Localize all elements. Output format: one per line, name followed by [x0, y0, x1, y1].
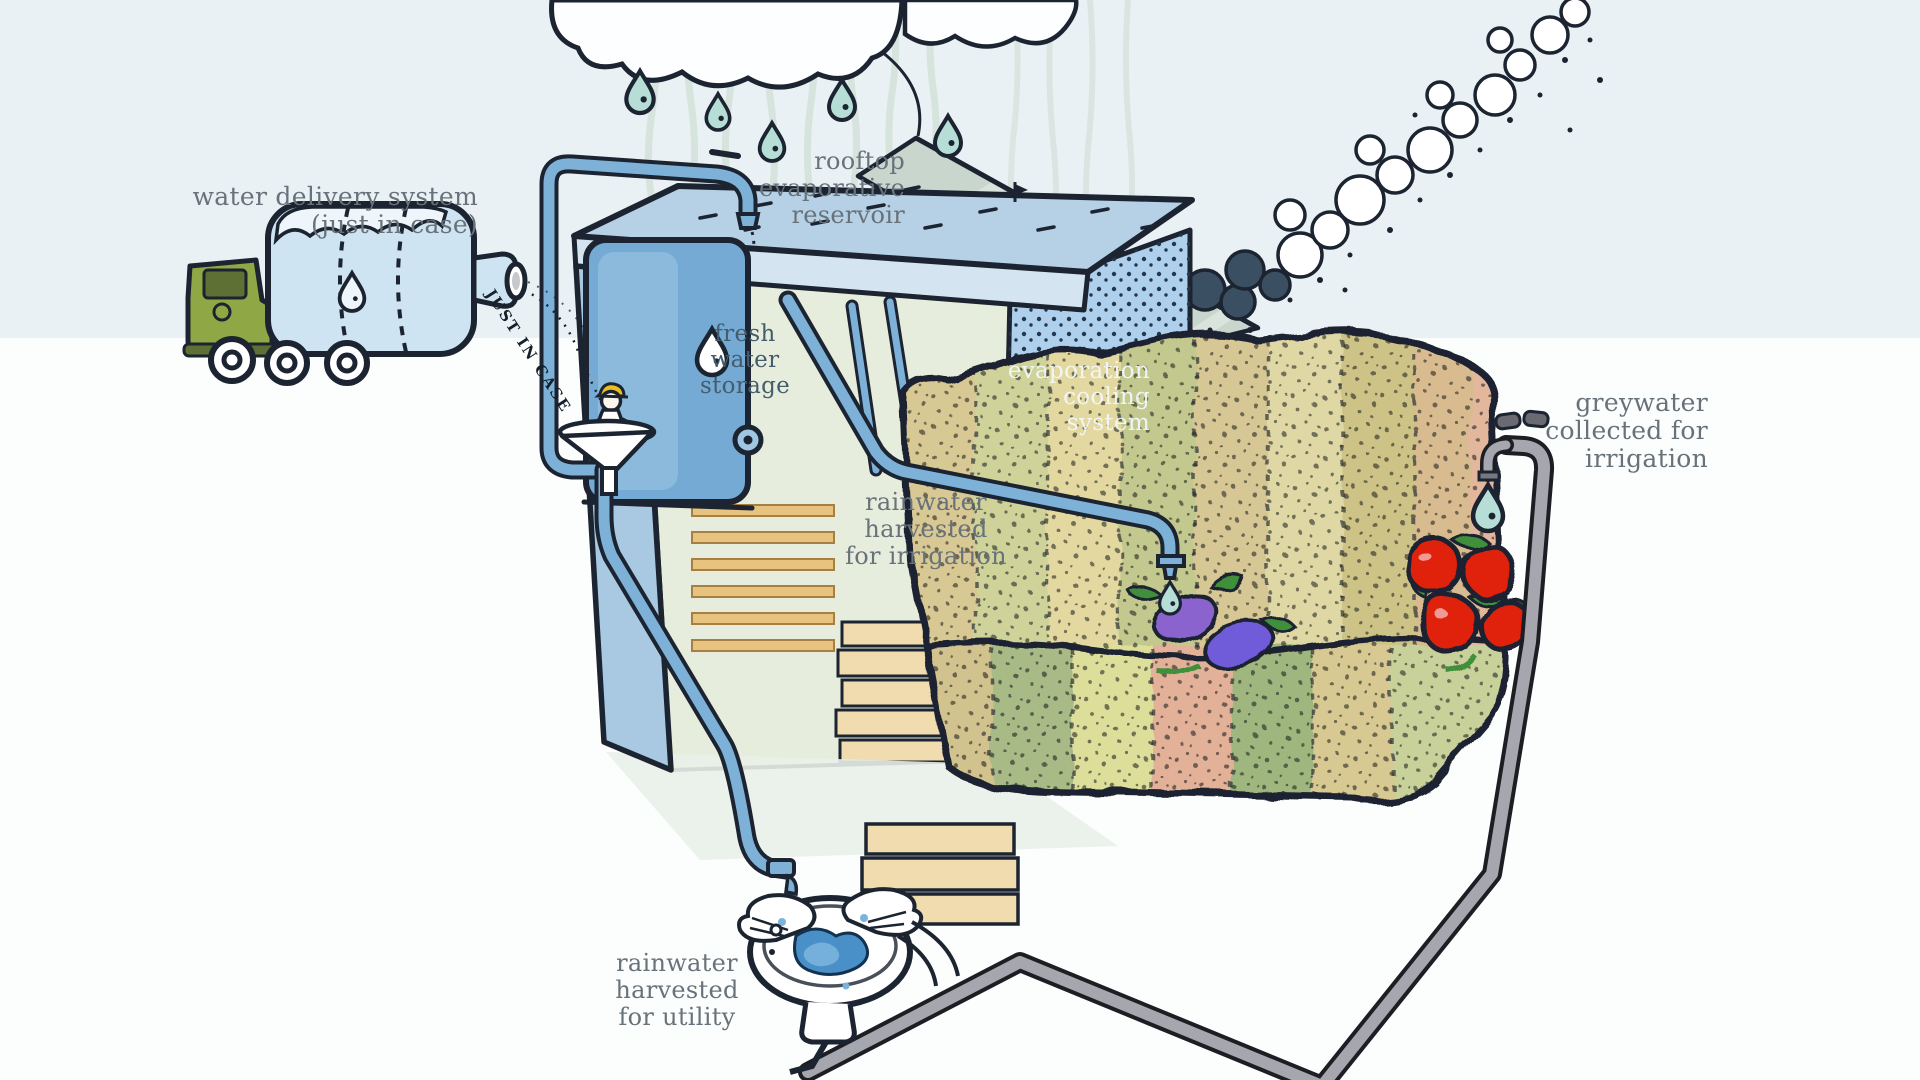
- raindrop-icons: [624, 66, 964, 163]
- greywater-drop-icon: [1470, 480, 1506, 534]
- sink-faucet: [766, 858, 796, 878]
- sink-drain: [789, 1040, 829, 1075]
- garden-wall: [899, 327, 1534, 805]
- rooftop-fill-pipe: [539, 149, 761, 480]
- label-water-delivery-system: water delivery system (just in case): [192, 182, 478, 239]
- wood-louvers: [691, 504, 835, 652]
- irrigation-pipe: [778, 290, 1186, 616]
- funnel-worker-icon: [557, 382, 657, 496]
- greywater-faucet: [1477, 470, 1501, 482]
- label-evaporation-cooling-system: evaporation cooling system: [1007, 358, 1150, 436]
- garden-outline: [899, 327, 1511, 805]
- roof-reservoir-top: [571, 183, 1195, 275]
- sink-icon: [737, 887, 960, 1075]
- rooftop-tap: [735, 212, 761, 230]
- label-rainwater-harvested-utility: rainwater harvested for utility: [615, 949, 739, 1031]
- steam-white-puffs: [1273, 0, 1591, 279]
- label-fresh-water-storage: fresh water storage: [699, 321, 791, 399]
- eggplant-plant-icon: [1126, 574, 1297, 675]
- drip-drop-icon: [1157, 578, 1183, 616]
- truck-wheels: [208, 336, 370, 386]
- toy-boat-icon: [1013, 182, 1028, 202]
- water-delivery-truck-icon: [182, 201, 608, 411]
- bottle-drop-icon: [337, 269, 367, 313]
- faucet-handle: [1494, 411, 1522, 431]
- label-rooftop-evaporative-reservoir: rooftop evaporative reservoir: [758, 147, 905, 229]
- rain-cloud-icon: [549, 0, 1079, 90]
- label-greywater-collected-irrigation: greywater collected for irrigation: [1545, 388, 1708, 473]
- water-drop-icon: [694, 324, 730, 378]
- label-rainwater-harvested-irrigation: rainwater harvested for irrigation: [845, 488, 1007, 570]
- soap-bubble: [769, 923, 783, 937]
- tomato-plant-icon: [1404, 532, 1534, 674]
- greywater-pipe: [798, 409, 1555, 1080]
